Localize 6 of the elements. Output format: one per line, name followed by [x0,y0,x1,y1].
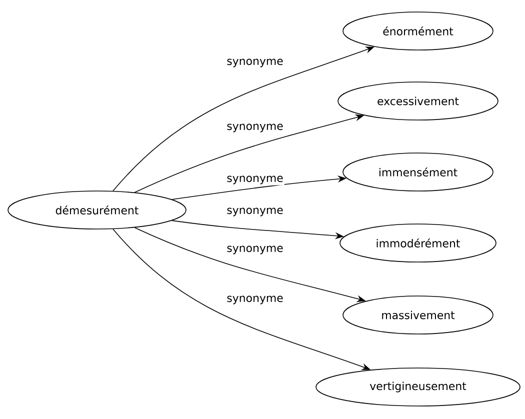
edge-label: synonyme [226,174,284,186]
edge-label: synonyme [226,58,284,68]
edge-label: synonyme [226,294,284,306]
edge-label: synonyme [226,244,284,256]
edge-label: synonyme [226,206,284,218]
edge-label: synonyme [226,122,284,134]
